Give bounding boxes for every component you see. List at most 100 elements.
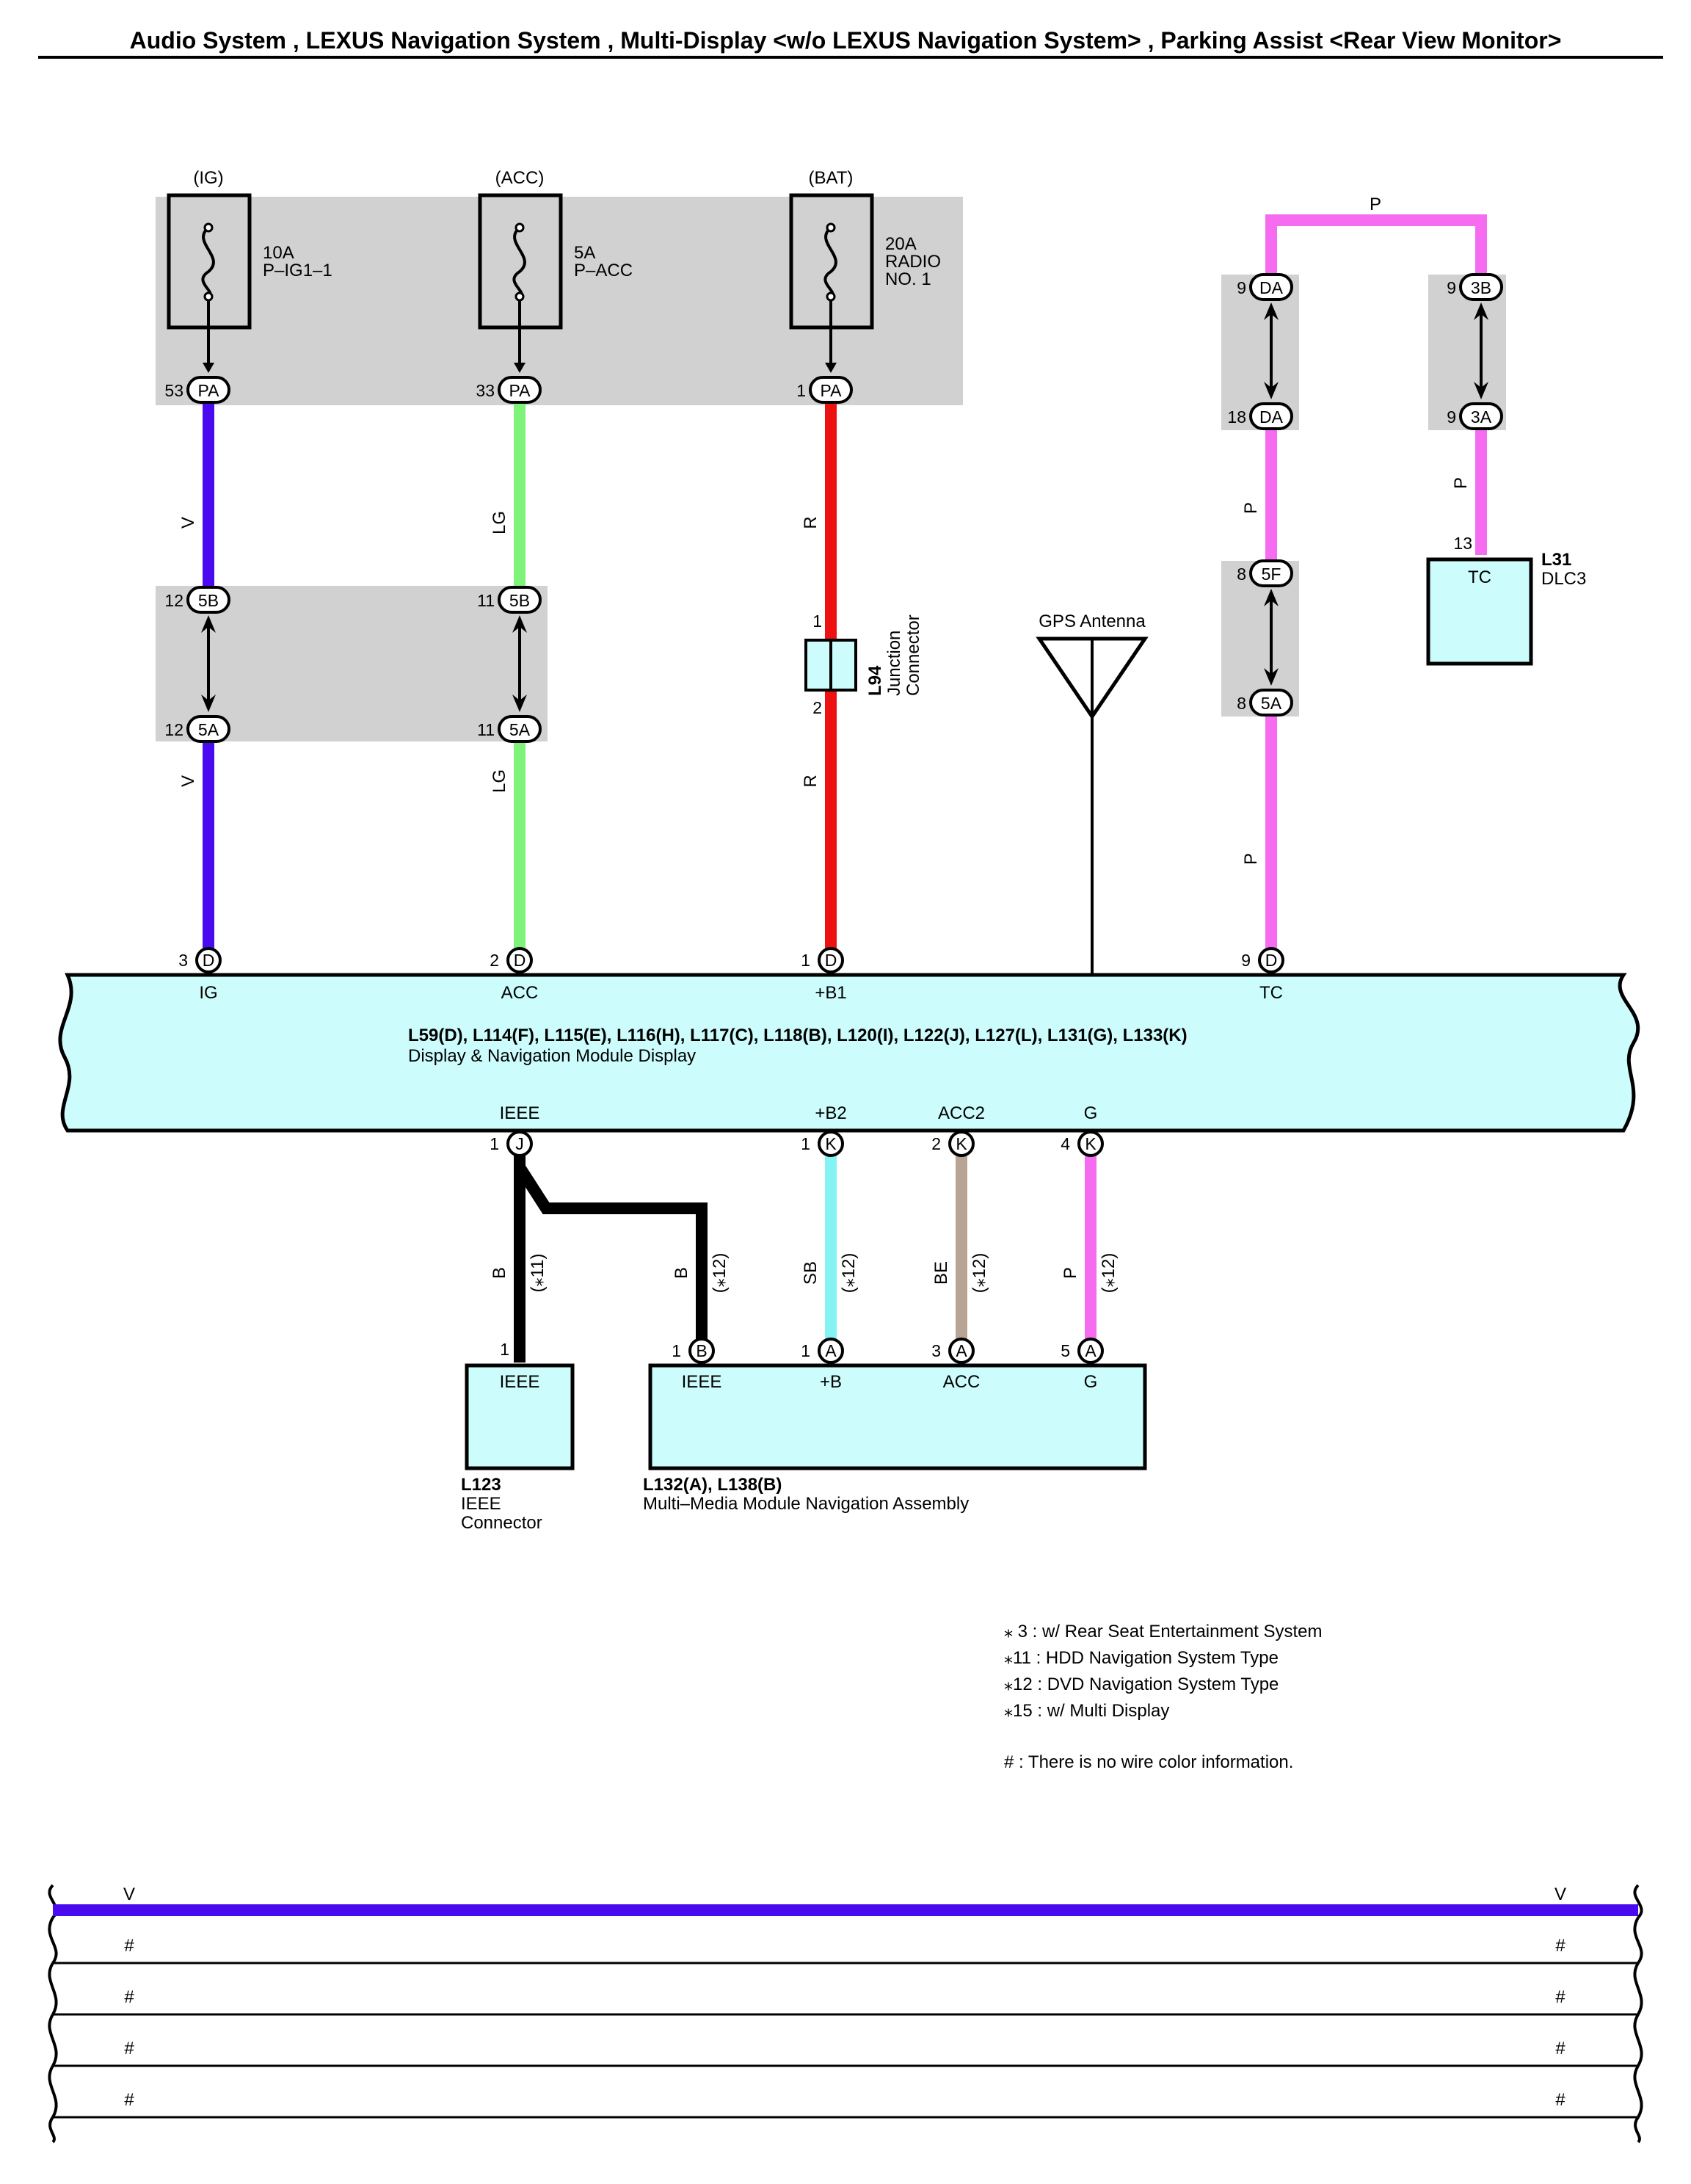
module-pin-b2-num: 1 <box>801 1134 810 1153</box>
svg-text:3B: 3B <box>1471 278 1491 297</box>
pin-5b-acc: 11 <box>477 591 495 610</box>
ieee-connector-id: L123 <box>461 1475 501 1495</box>
wire-label-ieee-l123: B <box>490 1267 509 1279</box>
dlc3-id: L31 <box>1541 550 1571 570</box>
svg-text:PA: PA <box>509 381 531 400</box>
module-pin-g-num: 4 <box>1061 1134 1070 1153</box>
svg-text:D: D <box>203 951 215 970</box>
svg-text:K: K <box>825 1134 837 1153</box>
mm-pin-g: A <box>1077 1338 1104 1364</box>
svg-text:#: # <box>124 2039 134 2058</box>
module-pin-b1-num: 1 <box>801 951 810 970</box>
mm-pin-b: A <box>818 1338 844 1364</box>
mm-pin-ieee-num: 1 <box>672 1341 681 1360</box>
note-no-color: # : There is no wire color information. <box>1004 1752 1293 1772</box>
connector-da-top: DA <box>1249 273 1293 301</box>
wire-label-tc-top: P <box>1370 195 1381 214</box>
dlc3-name: DLC3 <box>1541 569 1586 589</box>
module-pin-b2: K <box>818 1131 844 1157</box>
mm-pin-acc: A <box>948 1338 975 1364</box>
wire-label-tc-dlc: P <box>1451 477 1471 489</box>
fuse-ig-name: P–IG1–1 <box>263 261 332 280</box>
multimedia-module-name: Multi–Media Module Navigation Assembly <box>643 1494 969 1514</box>
svg-text:5B: 5B <box>509 591 530 610</box>
dlc3-terminal: TC <box>1468 567 1491 587</box>
wire-label-ig-lower: V <box>178 775 198 787</box>
mm-term-acc: ACC <box>943 1372 981 1392</box>
module-pin-ieee-num: 1 <box>490 1134 499 1153</box>
pin-pa-acc: 33 <box>476 381 495 400</box>
connector-3a: 3A <box>1459 402 1503 430</box>
fuse-bat-rating: 20A <box>885 234 917 254</box>
connector-3b: 3B <box>1459 273 1503 301</box>
fuse-bat-name: RADIO <box>885 252 941 272</box>
legend-row-1: V V <box>48 1884 1643 1919</box>
module-pin-acc2: K <box>948 1131 975 1157</box>
legend-row-3: # # <box>48 1962 1643 2016</box>
mm-pin-g-num: 5 <box>1061 1341 1070 1360</box>
fuse-acc-rating: 5A <box>574 243 595 263</box>
display-module-body <box>58 973 1640 1133</box>
wire-label-b2: SB <box>801 1261 821 1285</box>
splice-arrow-acc <box>512 615 527 712</box>
svg-text:#: # <box>1555 1987 1565 2007</box>
fuse-acc <box>478 193 563 373</box>
page-title: Audio System , LEXUS Navigation System ,… <box>130 27 1562 54</box>
junction-connector-l94 <box>804 639 857 692</box>
module-pin-ig-num: 3 <box>178 951 188 970</box>
svg-text:DA: DA <box>1259 407 1284 427</box>
module-term-ig: IG <box>199 983 217 1003</box>
legend-row-2: # # <box>48 1917 1643 1964</box>
dlc3-box <box>1426 557 1533 666</box>
module-pin-tc: D <box>1258 947 1284 973</box>
ieee-connector-pin: 1 <box>500 1340 509 1359</box>
module-pin-g: K <box>1077 1131 1104 1157</box>
ieee-connector-name1: IEEE <box>461 1494 501 1514</box>
connector-pa-acc: PA <box>498 376 542 404</box>
splice-arrow-3b3a <box>1474 302 1488 399</box>
splice-arrow-5f5a <box>1264 589 1279 686</box>
junction-pin-top: 1 <box>812 612 822 631</box>
pin-5a-acc: 11 <box>477 720 495 739</box>
module-pin-ieee: J <box>506 1131 533 1157</box>
svg-text:A: A <box>956 1341 967 1360</box>
svg-text:5B: 5B <box>198 591 219 610</box>
module-term-acc2: ACC2 <box>938 1103 985 1123</box>
pin-da-top: 9 <box>1237 278 1246 297</box>
svg-text:B: B <box>696 1341 707 1360</box>
module-pin-acc: D <box>506 947 533 973</box>
module-pin-b1: D <box>818 947 844 973</box>
wire-ieee-mm <box>514 1164 708 1346</box>
legend-row-5: # # <box>48 2064 1643 2144</box>
wire-label-ig-upper: V <box>178 517 198 529</box>
wire-label-bat-upper: R <box>801 516 821 529</box>
connector-da-bottom: DA <box>1249 402 1293 430</box>
dlc3-pin: 13 <box>1453 534 1472 553</box>
fuse-ig-supply: (IG) <box>193 168 223 188</box>
wire-note-b2: (⁎12) <box>839 1253 859 1294</box>
gps-antenna-label: GPS Antenna <box>1039 612 1146 631</box>
svg-text:A: A <box>825 1341 837 1360</box>
svg-text:PA: PA <box>821 381 843 400</box>
display-module-ids: L59(D), L114(F), L115(E), L116(H), L117(… <box>408 1026 1188 1045</box>
wire-label-acc-upper: LG <box>490 511 509 534</box>
pin-5b-ig: 12 <box>164 591 183 610</box>
svg-text:#: # <box>1555 2090 1565 2110</box>
junction-label1: Junction <box>884 631 904 696</box>
wire-label-tc-middle: P <box>1241 502 1261 514</box>
junction-label2: Connector <box>903 614 923 696</box>
pin-pa-ig: 53 <box>164 381 183 400</box>
pin-5a-ig: 12 <box>164 720 183 739</box>
multimedia-module-box <box>648 1363 1147 1470</box>
fuse-bat <box>789 193 874 373</box>
module-term-b2: +B2 <box>815 1103 846 1123</box>
svg-text:3A: 3A <box>1471 407 1492 427</box>
module-term-b1: +B1 <box>815 983 846 1003</box>
module-term-g: G <box>1084 1103 1098 1123</box>
svg-text:D: D <box>825 951 837 970</box>
connector-5a-tc: 5A <box>1249 689 1293 716</box>
note-3: ⁎ 3 : w/ Rear Seat Entertainment System <box>1004 1622 1323 1641</box>
wire-label-tc-lower: P <box>1241 853 1261 865</box>
svg-text:5A: 5A <box>198 720 219 739</box>
